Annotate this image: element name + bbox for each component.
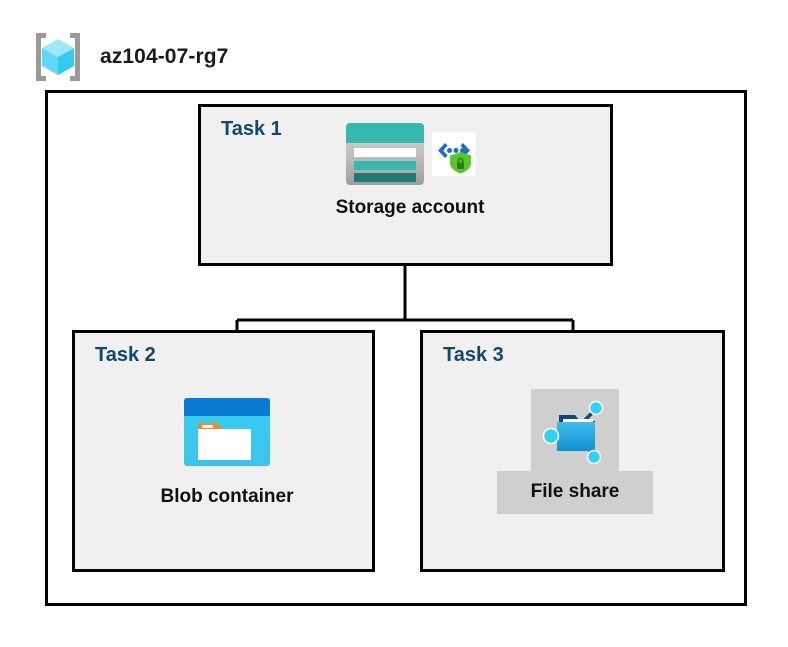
resource-group-cube-icon xyxy=(36,33,80,81)
task-box-1[interactable]: Task 1 xyxy=(198,104,613,266)
task-box-3[interactable]: Task 3 xyxy=(420,330,725,572)
storage-account-icon xyxy=(346,123,424,185)
secure-shield-lock-icon xyxy=(432,132,476,176)
node-file-share[interactable]: File share xyxy=(480,389,670,514)
storage-account-caption: Storage account xyxy=(335,197,485,218)
task-1-label: Task 1 xyxy=(221,118,282,140)
blob-container-icon xyxy=(184,398,270,466)
node-blob-container[interactable]: Blob container xyxy=(122,395,332,509)
node-storage-account[interactable]: Storage account xyxy=(305,121,515,220)
blob-container-caption: Blob container xyxy=(160,486,294,507)
file-share-caption: File share xyxy=(496,471,654,514)
resource-group-name: az104-07-rg7 xyxy=(100,45,229,68)
resource-group-header: az104-07-rg7 xyxy=(30,28,330,86)
file-share-icon-highlight xyxy=(531,389,619,471)
task-3-label: Task 3 xyxy=(443,344,504,366)
task-2-label: Task 2 xyxy=(95,344,156,366)
task-box-2[interactable]: Task 2 Blob container xyxy=(72,330,375,572)
file-share-icon xyxy=(542,400,604,465)
storage-account-icon-row xyxy=(344,121,476,187)
